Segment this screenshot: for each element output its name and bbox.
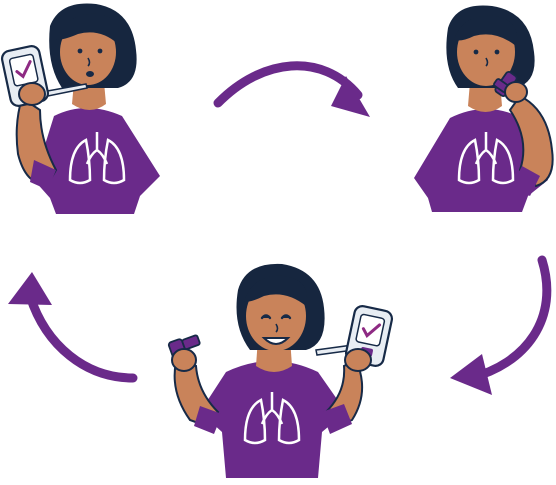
curved-arrow-right-icon bbox=[218, 66, 370, 117]
figure-peak-flow-meter-user bbox=[1, 3, 160, 214]
curved-arrow-down-icon bbox=[450, 260, 547, 395]
curved-arrow-up-icon bbox=[8, 272, 133, 378]
figure-inhaler-user bbox=[414, 5, 553, 212]
figure-smiling-user bbox=[168, 264, 393, 478]
